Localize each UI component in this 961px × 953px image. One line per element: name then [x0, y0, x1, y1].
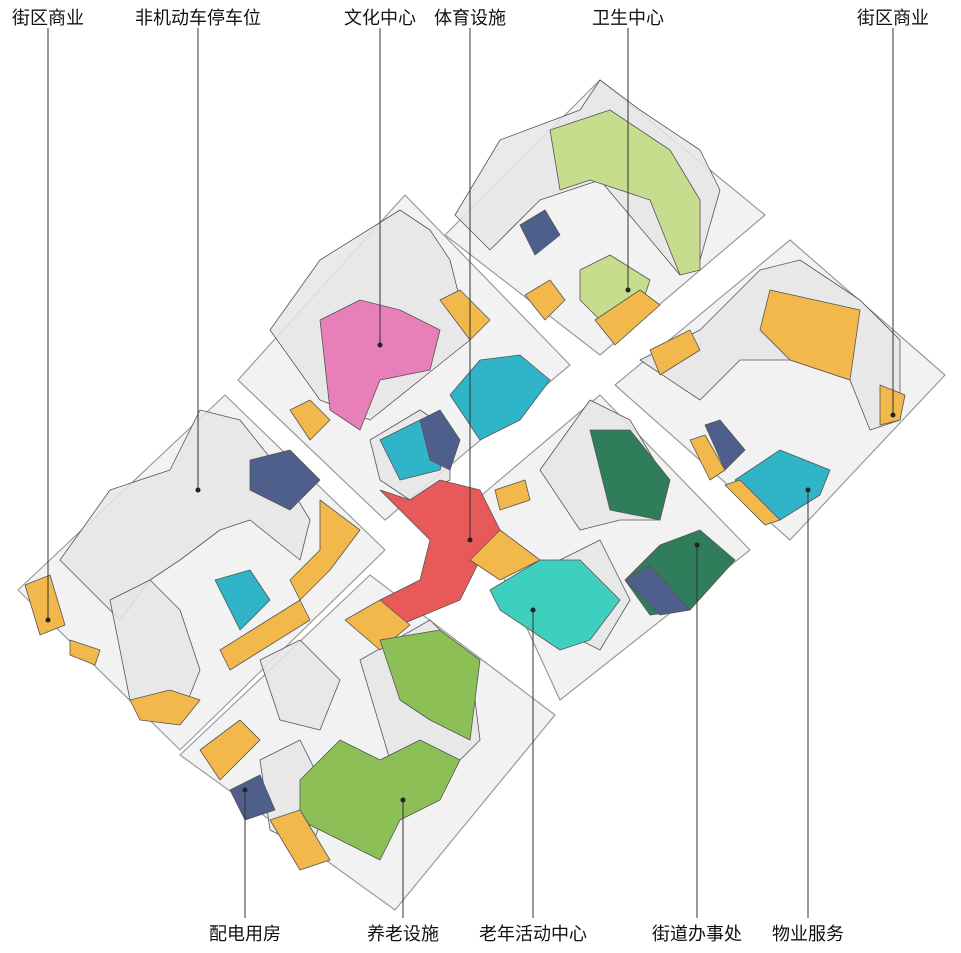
label-property-service: 物业服务: [772, 924, 844, 945]
label-street-office: 街道办事处: [652, 924, 742, 945]
commercial-zone: [594, 289, 661, 346]
bike-parking-zone: [704, 419, 746, 471]
elderly-activity-zone: [489, 559, 621, 651]
leader-street-commercial-right-dot: [890, 412, 896, 418]
commercial-zone: [649, 329, 701, 376]
leader-property-service-dot: [805, 487, 811, 493]
commercial-zone: [219, 599, 311, 671]
commercial-zone: [439, 289, 491, 341]
label-bike-parking: 非机动车停车位: [135, 8, 261, 29]
building-3: [59, 409, 311, 621]
leader-health-center-dot: [625, 287, 631, 293]
elderly-care-building: [379, 629, 481, 741]
community-center-zone: [214, 569, 271, 631]
sports-hall-zone: [449, 354, 551, 441]
commercial-zone: [129, 689, 201, 726]
power-room-zone: [229, 774, 276, 821]
street-office-zone-dark: [624, 564, 691, 616]
leader-bike-parking-dot: [195, 487, 201, 493]
bike-parking-zone: [249, 449, 321, 511]
power-room-zone: [519, 209, 561, 256]
leader-street-office-dot: [694, 542, 700, 548]
culture-center-building: [319, 299, 441, 431]
label-street-commercial-right: 街区商业: [857, 8, 929, 29]
culture-zone-dark: [419, 409, 461, 471]
commercial-zone: [24, 574, 66, 636]
leader-culture-center-dot: [377, 342, 383, 348]
leader-elderly-activity-dot: [530, 607, 536, 613]
commercial-zone: [524, 279, 566, 321]
commercial-zone: [469, 529, 541, 581]
health-center-building: [549, 109, 701, 276]
commercial-zone: [199, 719, 261, 781]
commercial-building: [759, 289, 861, 381]
commercial-zone: [289, 399, 331, 441]
label-health-center: 卫生中心: [592, 8, 664, 29]
office-building: [589, 429, 671, 521]
commercial-zone: [494, 479, 531, 511]
leader-power-room-dot: [242, 787, 248, 793]
commercial-zone: [724, 479, 781, 526]
leader-sports-dot: [467, 537, 473, 543]
label-sports: 体育设施: [434, 8, 506, 29]
commercial-zone: [269, 809, 331, 871]
commercial-zone: [689, 434, 726, 481]
label-power-room: 配电用房: [209, 924, 281, 945]
label-street-commercial-left: 街区商业: [12, 8, 84, 29]
commercial-zone: [69, 639, 101, 666]
leader-street-commercial-left-dot: [45, 617, 51, 623]
elderly-care-zone: [299, 739, 461, 861]
label-culture-center: 文化中心: [344, 8, 416, 29]
building-7: [259, 639, 341, 731]
leader-elderly-care-dot: [400, 797, 406, 803]
label-elderly-care: 养老设施: [367, 924, 439, 945]
label-elderly-activity: 老年活动中心: [479, 924, 587, 945]
